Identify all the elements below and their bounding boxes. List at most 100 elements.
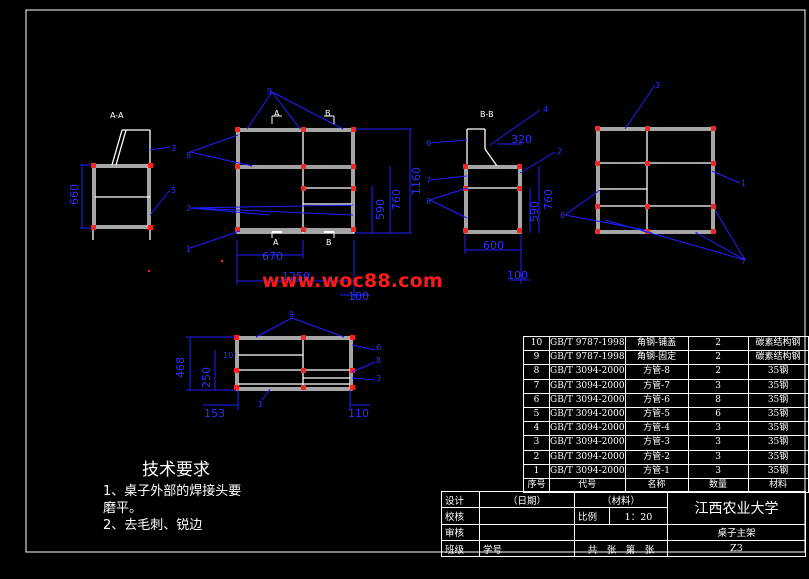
dim-590-front: 590 [374, 199, 387, 220]
tb-design: 设计 [441, 490, 480, 509]
dim-100-side: 100 [507, 269, 528, 282]
balloon-6-top: 6 [376, 343, 381, 352]
tb-student-id: 学号 [479, 539, 575, 558]
bom-cell-no: 10 [523, 335, 550, 352]
bom-cell-no: 2 [523, 449, 550, 465]
label-cut-a-top: A [274, 109, 280, 118]
bom-cell-no: 4 [523, 421, 550, 437]
bom-cell-code: GB/T 3094-2000 [549, 364, 626, 380]
label-section-bb: B-B [480, 110, 494, 119]
balloon-3-top: 3 [376, 374, 381, 383]
bom-cell-material: 35钢 [747, 463, 809, 479]
label-cut-b-bottom: B [326, 238, 332, 247]
dim-600: 600 [483, 239, 504, 252]
bom-cell-no: 8 [523, 364, 550, 380]
bom-cell-material: 碳素结构钢 [747, 335, 809, 352]
dim-153: 153 [204, 407, 225, 420]
bom-cell-material: 35钢 [747, 421, 809, 437]
dim-670: 670 [262, 250, 283, 263]
dimension-lines [80, 128, 540, 410]
view-section-bb [464, 128, 522, 234]
leader-lines [149, 84, 746, 401]
bom-cell-name: 角钢-铺盖 [624, 335, 689, 352]
bom-cell-qty: 8 [687, 392, 749, 408]
bom-cell-qty: 6 [687, 406, 749, 423]
bom-cell-material: 35钢 [747, 435, 809, 451]
balloon-1-side: 1 [741, 179, 746, 188]
balloon-9-top: 9 [289, 310, 294, 319]
drawing-border [25, 9, 806, 553]
balloon-7-bb: 7 [426, 176, 431, 185]
balloon-8-bb: 8 [426, 197, 431, 206]
tb-drawing-no: Z3 [667, 539, 806, 558]
dim-1160: 1160 [410, 167, 423, 195]
tech-requirements-title: 技术要求 [142, 460, 210, 480]
bom-cell-code: GB/T 3094-2000 [549, 378, 626, 394]
bom-cell-code: GB/T 3094-2000 [549, 392, 626, 408]
tb-part-name: 桌子主架 [667, 523, 806, 541]
balloon-4-bb: 4 [543, 105, 548, 114]
bom-cell-material: 35钢 [747, 406, 809, 423]
tb-material: （材料） [574, 490, 668, 509]
balloon-8-top: 8 [376, 356, 381, 365]
dim-1250: 1250 [282, 270, 310, 283]
bom-cell-code: GB/T 3094-2000 [549, 463, 626, 479]
balloon-10-top: 10 [223, 351, 233, 360]
bom-cell-no: 1 [523, 463, 550, 479]
view-side [596, 127, 715, 234]
bom-cell-material: 35钢 [747, 364, 809, 380]
label-cut-a-bottom: A [273, 238, 279, 247]
bom-cell-name: 方管-6 [624, 392, 689, 408]
bom-cell-name: 方管-7 [624, 378, 689, 394]
balloon-1-front: 1 [186, 245, 191, 254]
view-top [235, 336, 353, 391]
bom-cell-qty: 2 [687, 350, 749, 366]
bom-cell-code: GB/T 3094-2000 [549, 421, 626, 437]
tb-scale-label: 比例 [574, 507, 610, 525]
bom-cell-name: 方管-1 [624, 463, 689, 479]
dim-320: 320 [511, 133, 532, 146]
balloon-9-front: 9 [267, 87, 272, 96]
bom-cell-code: GB/T 9787-1998 [549, 350, 626, 366]
bom-cell-name: 方管-4 [624, 421, 689, 437]
balloon-7-side: 7 [741, 257, 746, 266]
balloon-6-bb: 6 [426, 139, 431, 148]
label-section-aa: A-A [110, 111, 124, 120]
bom-cell-material: 35钢 [747, 449, 809, 465]
balloon-3-aa: 3 [171, 144, 176, 153]
bom-cell-qty: 3 [687, 421, 749, 437]
tb-check-value [479, 507, 575, 525]
bom-cell-code: GB/T 9787-1998 [549, 335, 626, 352]
bom-cell-qty: 3 [687, 435, 749, 451]
bom-cell-no: 3 [523, 435, 550, 451]
tb-sheets: 共 张 第 张 [574, 539, 668, 558]
bom-cell-qty: 3 [687, 463, 749, 479]
balloon-1-top: 1 [258, 400, 263, 409]
dim-250: 250 [200, 367, 213, 388]
bom-cell-name: 方管-3 [624, 435, 689, 451]
balloon-8-front: 8 [186, 151, 191, 160]
tb-review: 审核 [441, 523, 480, 541]
bom-cell-qty: 3 [687, 378, 749, 394]
bom-cell-material: 碳素结构钢 [747, 350, 809, 366]
dim-468: 468 [174, 357, 187, 378]
tech-requirement-1: 1、桌子外部的焊接头要 [103, 484, 242, 499]
bom-cell-no: 9 [523, 350, 550, 366]
tb-blank [574, 523, 668, 541]
bom-cell-material: 35钢 [747, 378, 809, 394]
bom-cell-no: 5 [523, 406, 550, 423]
section-marks [271, 115, 335, 238]
bom-cell-material: 35钢 [747, 392, 809, 408]
bom-cell-no: 6 [523, 392, 550, 408]
bom-cell-code: GB/T 3094-2000 [549, 449, 626, 465]
